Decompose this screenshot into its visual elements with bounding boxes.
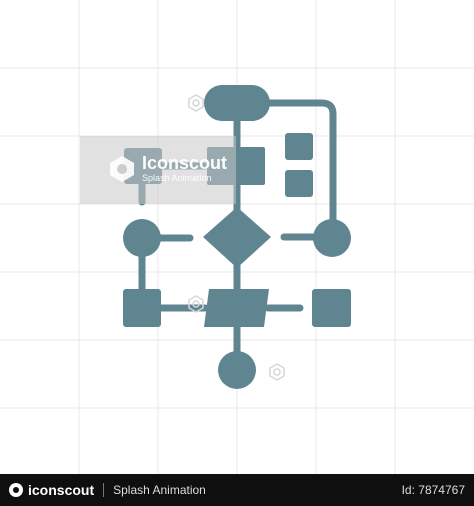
preview-stage: Iconscout Splash Animation bbox=[0, 0, 474, 474]
start-terminal-shape bbox=[204, 85, 270, 121]
watermark-brand: Iconscout bbox=[142, 153, 228, 173]
decision-shape bbox=[203, 207, 271, 268]
asset-id: Id: 7874767 bbox=[401, 483, 465, 497]
left-node-shape bbox=[123, 219, 161, 257]
watermark-overlay: Iconscout Splash Animation bbox=[80, 136, 236, 204]
side-box-shape bbox=[285, 133, 313, 160]
footer-bar: iconscout Splash Animation Id: 7874767 bbox=[0, 474, 474, 506]
footer-logo[interactable]: iconscout bbox=[9, 482, 94, 498]
end-node-shape bbox=[218, 351, 256, 389]
footer-divider bbox=[103, 483, 105, 497]
right-node-shape bbox=[313, 219, 351, 257]
bottom-right-box-shape bbox=[312, 289, 351, 327]
iconscout-logo-icon bbox=[9, 483, 23, 497]
bottom-left-box-shape bbox=[123, 289, 161, 327]
footer-tagline: Splash Animation bbox=[113, 483, 206, 497]
footer-brand: iconscout bbox=[28, 482, 95, 498]
watermark-sub: Splash Animation bbox=[142, 173, 212, 183]
iconscout-logo-icon bbox=[110, 156, 134, 182]
io-shape bbox=[204, 289, 269, 327]
flowchart-icon bbox=[123, 85, 351, 389]
side-box-shape bbox=[285, 170, 313, 197]
